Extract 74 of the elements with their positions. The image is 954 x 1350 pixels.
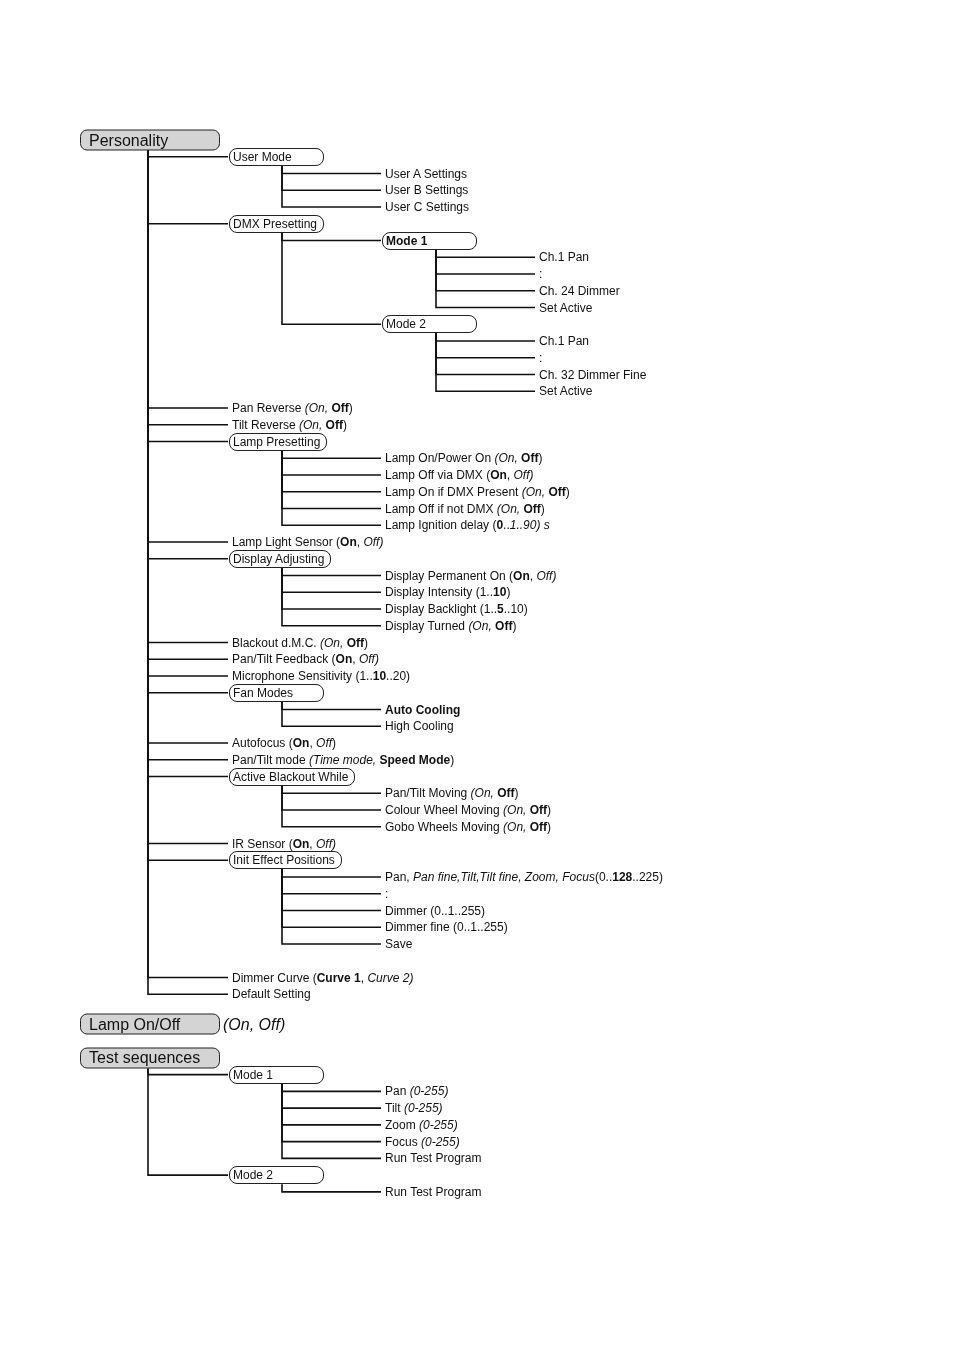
menu-item: Ch. 24 Dimmer — [536, 283, 620, 298]
menu-item: High Cooling — [382, 719, 454, 734]
menu-item: Microphone Sensitivity (1..10..20) — [229, 669, 411, 683]
submenu-box: Mode 1 — [229, 1065, 324, 1084]
menu-item: Blackout d.M.C. (On, Off) — [229, 635, 369, 650]
menu-item: Tilt (0-255) — [382, 1101, 443, 1116]
menu-item: Gobo Wheels Moving (On, Off) — [382, 819, 552, 834]
menu-item: Zoom (0-255) — [382, 1117, 458, 1132]
submenu-box: User Mode — [229, 147, 324, 166]
option-values: (On, Off) — [223, 1016, 286, 1033]
connector-line — [281, 566, 382, 627]
connector-line — [281, 1082, 382, 1160]
menu-item: : — [382, 886, 389, 901]
menu-item: : — [536, 350, 543, 365]
menu-item: Autofocus (On, Off) — [229, 736, 337, 750]
menu-item: Run Test Program — [382, 1151, 482, 1166]
menu-item: Lamp Off via DMX (On, Off) — [382, 468, 534, 482]
menu-item: Pan/Tilt Feedback (On, Off) — [229, 652, 379, 667]
menu-item: Pan/Tilt mode (Time mode, Speed Mode) — [229, 752, 455, 767]
submenu-box: Lamp Presetting — [229, 432, 328, 451]
menu-item: Display Turned (On, Off) — [382, 618, 517, 633]
menu-item: Pan Reverse (On, Off) — [229, 401, 353, 415]
connector-line — [147, 1067, 229, 1176]
menu-heading-box: Personality — [80, 129, 220, 151]
menu-item: Lamp On if DMX Present (On, Off) — [382, 484, 570, 499]
submenu-box: Init Effect Positions — [229, 851, 342, 870]
menu-item: Set Active — [536, 300, 593, 315]
menu-item: Display Backlight (1..5..10) — [382, 602, 528, 616]
menu-item: Dimmer (0..1..255) — [382, 903, 486, 918]
submenu-box: DMX Presetting — [229, 214, 325, 233]
menu-item: Ch. 32 Dimmer Fine — [536, 367, 647, 382]
connector-line — [281, 1183, 382, 1193]
connector-line — [281, 164, 382, 208]
menu-item: Display Permanent On (On, Off) — [382, 568, 557, 583]
menu-item: Ch.1 Pan — [536, 334, 590, 348]
submenu-box: Fan Modes — [229, 683, 324, 702]
submenu-box: Display Adjusting — [229, 549, 332, 568]
connector-line — [281, 784, 382, 828]
menu-item: Run Test Program — [382, 1184, 482, 1199]
menu-item: Set Active — [536, 384, 593, 399]
menu-item: User B Settings — [382, 183, 469, 198]
submenu-box: Mode 2 — [229, 1166, 324, 1185]
menu-item: Lamp On/Power On (On, Off) — [382, 451, 543, 466]
menu-item: Colour Wheel Moving (On, Off) — [382, 803, 552, 817]
submenu-box: Active Blackout While — [229, 767, 356, 786]
menu-item: Dimmer fine (0..1..255) — [382, 920, 508, 935]
menu-item: Dimmer Curve (Curve 1, Curve 2) — [229, 970, 414, 985]
menu-item: Pan, Pan fine,Tilt,Tilt fine, Zoom, Focus(0..128..225) — [382, 870, 663, 884]
menu-item: Pan/Tilt Moving (On, Off) — [382, 786, 519, 801]
menu-item: Default Setting — [229, 987, 311, 1002]
connector-line — [435, 248, 536, 309]
submenu-box: Mode 2 — [382, 315, 477, 334]
connector-line — [435, 332, 536, 393]
menu-heading-box: Lamp On/Off — [80, 1013, 220, 1035]
menu-heading-box: Test sequences — [80, 1047, 220, 1069]
menu-item: Auto Cooling — [382, 702, 461, 717]
menu-item: Lamp Off if not DMX (On, Off) — [382, 501, 545, 516]
menu-item: IR Sensor (On, Off) — [229, 836, 337, 851]
connector-line — [281, 449, 382, 527]
menu-item: Ch.1 Pan — [536, 250, 590, 265]
menu-item: Pan (0-255) — [382, 1084, 449, 1099]
connector-line — [281, 868, 382, 945]
menu-item: Tilt Reverse (On, Off) — [229, 417, 347, 432]
menu-item: Display Intensity (1..10) — [382, 585, 511, 600]
submenu-box: Mode 1 — [382, 231, 477, 250]
menu-item: Save — [382, 937, 413, 951]
connector-line — [281, 231, 382, 326]
menu-item: User C Settings — [382, 200, 470, 214]
menu-item: Lamp Ignition delay (0..1..90) s — [382, 518, 550, 533]
menu-item: User A Settings — [382, 166, 468, 181]
connector-line — [281, 700, 382, 728]
menu-item: Lamp Light Sensor (On, Off) — [229, 535, 384, 549]
menu-item: Focus (0-255) — [382, 1134, 460, 1149]
menu-item: : — [536, 267, 543, 281]
